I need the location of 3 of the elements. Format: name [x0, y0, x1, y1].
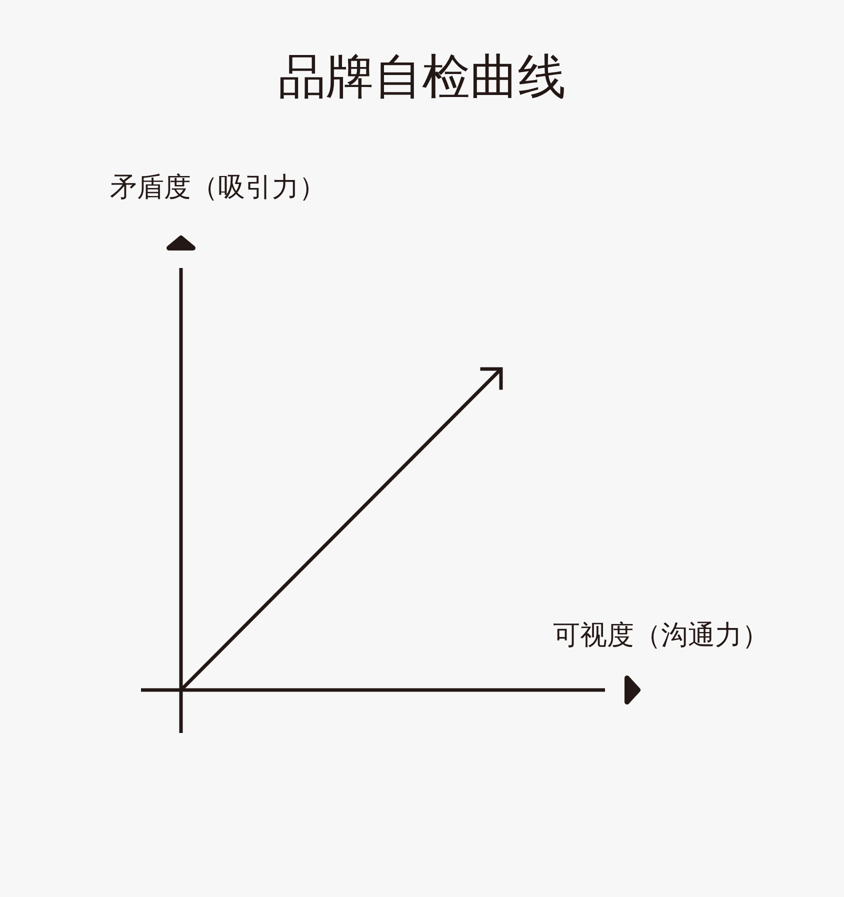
axis-label: 矛盾度（吸引力） — [110, 172, 326, 204]
axis-label: 可视度（沟通力） — [553, 620, 769, 652]
title: 品牌自检曲线 — [278, 50, 566, 106]
